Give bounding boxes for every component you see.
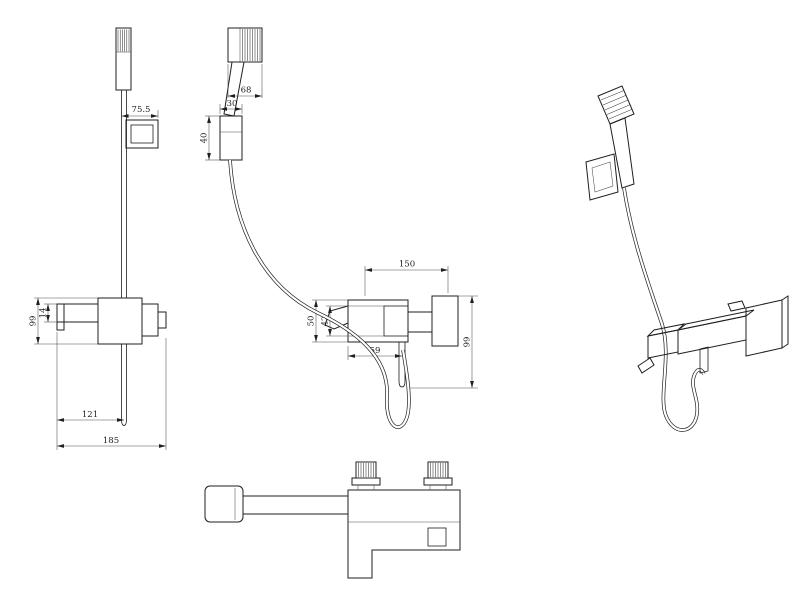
dim-label: 185 — [103, 436, 119, 446]
dim-label: 99 — [29, 316, 39, 327]
hose-drop-tube — [121, 344, 127, 426]
spray-face-hatch — [117, 29, 130, 52]
dim-body-height: 50 — [307, 299, 348, 343]
dim-overall-width: 185 — [57, 338, 167, 450]
handle-knob — [141, 303, 159, 337]
valve-connector-right — [423, 461, 453, 490]
spray-face-hatch — [600, 90, 633, 120]
dim-label: 59 — [370, 346, 381, 356]
hand-shower-head — [597, 85, 635, 125]
hand-shower-head — [227, 27, 263, 63]
lever-handle — [637, 357, 655, 374]
dim-body-height: 99 — [29, 297, 98, 345]
spray-face-hatch — [242, 29, 261, 61]
valve-connector-left — [351, 461, 381, 490]
dim-label: 150 — [399, 260, 415, 270]
dim-label: 121 — [82, 410, 98, 420]
spout-top — [646, 323, 686, 337]
dim-overall-height: 99 — [407, 295, 478, 389]
hand-shower-handle — [609, 117, 635, 189]
hand-shower — [115, 27, 132, 91]
hose-outlet — [699, 346, 709, 374]
handle-cap — [157, 311, 167, 329]
dim-spout-height: 14 — [39, 303, 57, 323]
hose-outlet — [398, 342, 406, 388]
body-outline — [347, 489, 461, 579]
wall-bracket — [585, 153, 619, 201]
mixer-body — [324, 295, 459, 388]
mixer-body — [56, 297, 167, 345]
spout — [56, 303, 99, 323]
body-front — [677, 315, 747, 355]
dim-label: 14 — [39, 308, 49, 319]
spout-lip — [56, 303, 65, 331]
dim-spout-reach: 121 — [56, 332, 124, 450]
connector — [407, 311, 433, 333]
wall-bracket — [125, 119, 159, 149]
mounting-port — [427, 527, 447, 547]
dim-label: 68 — [241, 86, 252, 96]
wall-flange — [431, 295, 459, 347]
dim-bracket-height: 40 — [200, 115, 220, 161]
dim-label: 30 — [227, 99, 238, 109]
dim-label: 75.5 — [132, 105, 151, 115]
body-top — [677, 309, 755, 331]
perspective-view — [585, 85, 789, 432]
shower-hose — [622, 187, 706, 432]
wall-flange-side — [781, 295, 789, 349]
plan-view — [204, 461, 461, 579]
mixer-body — [637, 295, 789, 374]
hand-shower — [597, 85, 635, 189]
wall-bracket — [219, 115, 243, 161]
diverter-knob — [727, 300, 746, 312]
dim-head-width: 68 — [227, 64, 263, 98]
spout-end — [204, 485, 244, 523]
dim-bracket-width: 30 — [219, 99, 243, 114]
dim-span: 150 — [364, 260, 449, 296]
front-view: 75.5 99 14 121 185 — [29, 27, 167, 450]
shower-hose — [228, 159, 411, 429]
dim-label: 40 — [200, 133, 210, 144]
wall-flange-front — [745, 299, 783, 357]
dim-bracket-offset: 75.5 — [121, 105, 159, 118]
dim-label: 99 — [463, 337, 473, 348]
dim-label: 42 — [321, 316, 331, 327]
mixer-side-view: 150 50 42 59 — [307, 260, 478, 389]
cartridge — [383, 305, 409, 337]
handshower-side-view: 68 30 40 — [200, 27, 263, 161]
dim-label: 50 — [307, 316, 317, 327]
